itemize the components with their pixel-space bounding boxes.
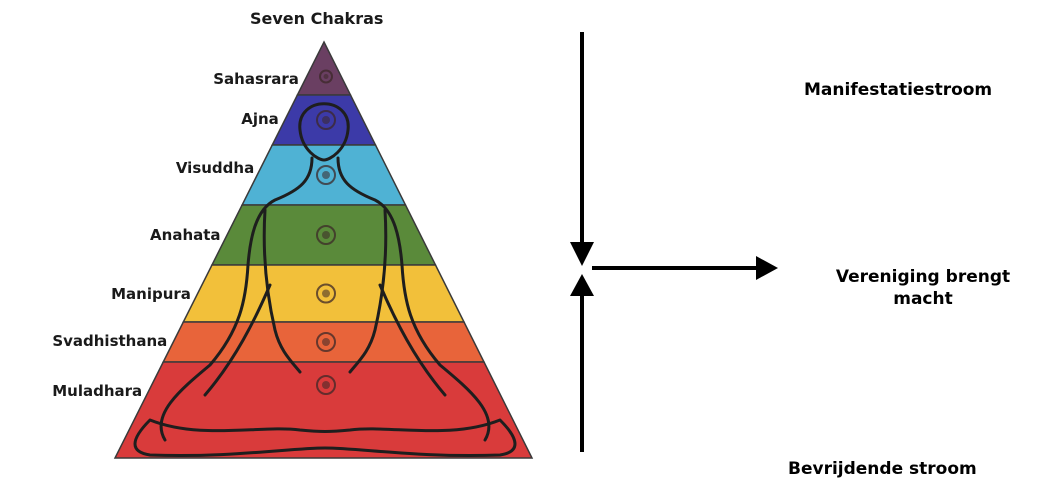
flow-arrows [570,32,778,452]
diagram-title: Seven Chakras [250,9,383,28]
flow-label-union-line2: macht [893,289,953,309]
chakra-symbol-center [322,116,330,124]
chakra-symbol-center [324,74,329,79]
flow-label-union: Vereniging brengt macht [808,266,1038,310]
chakra-symbol-center [322,290,330,298]
flow-label-liberation: Bevrijdende stroom [788,458,977,480]
flow-label-manifestation: Manifestatiestroom [804,79,992,101]
chakra-symbol-center [322,171,330,179]
chakra-label-sahasrara: Sahasrara [213,70,299,88]
downward-arrow-head [570,242,594,266]
chakra-symbol-center [322,381,330,389]
chakra-symbol-center [322,231,330,239]
chakra-label-anahata: Anahata [150,226,221,244]
chakra-label-visuddha: Visuddha [176,159,254,177]
chakra-band-sahasrara [297,42,350,95]
chakra-label-muladhara: Muladhara [52,382,142,400]
chakra-label-svadhisthana: Svadhisthana [52,332,167,350]
chakra-label-manipura: Manipura [111,285,191,303]
upward-arrow-head [570,274,594,296]
chakra-symbol-center [322,338,330,346]
chakra-label-ajna: Ajna [241,110,279,128]
flow-label-union-line1: Vereniging brengt [836,267,1010,287]
rightward-arrow-head [756,256,778,280]
